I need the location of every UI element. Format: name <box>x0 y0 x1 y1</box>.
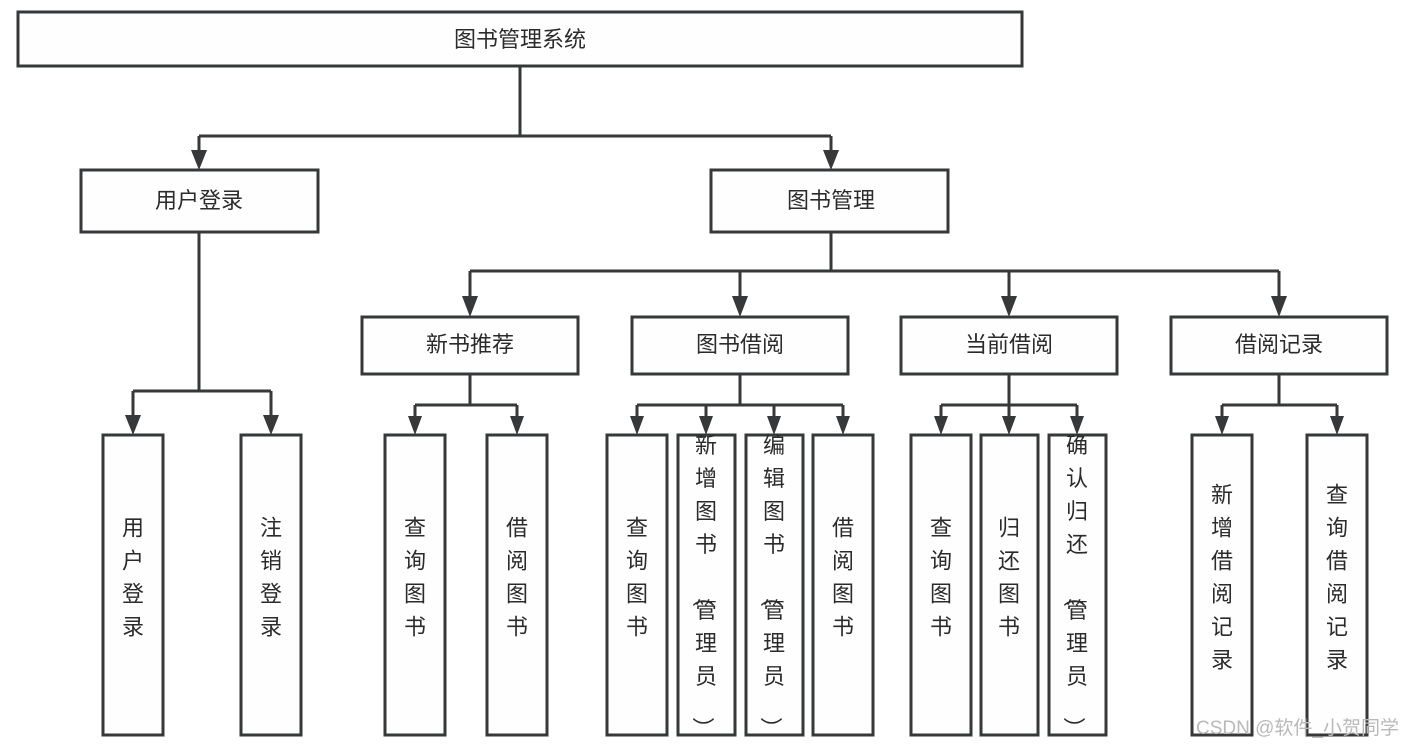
node-leaf-user-login-label: 用户登录 <box>122 516 144 640</box>
arrowhead-new-book-recommend <box>462 296 478 317</box>
node-new-book-recommend-label: 新书推荐 <box>426 332 514 357</box>
node-user-login-label: 用户登录 <box>155 188 243 213</box>
node-leaf-query-book-3[interactable]: 查询图书 <box>909 433 973 737</box>
arrowhead-query-book-2 <box>630 416 644 435</box>
node-leaf-query-book-2[interactable]: 查询图书 <box>605 433 669 737</box>
node-leaf-borrow-book-2-box[interactable] <box>811 433 875 737</box>
arrowhead-query-book-3 <box>934 416 948 435</box>
node-leaf-logout-login-box[interactable] <box>239 433 303 737</box>
node-leaf-return-book[interactable]: 归还图书 <box>979 433 1040 737</box>
node-leaf-confirm-return-box[interactable] <box>1047 433 1108 737</box>
node-book-borrow[interactable]: 图书借阅 <box>630 315 850 376</box>
arrowhead-add-record <box>1215 416 1229 435</box>
node-leaf-query-book-2-box[interactable] <box>605 433 669 737</box>
node-leaf-confirm-return-label: 确认归还（管理员） <box>1061 433 1088 739</box>
arrowhead-book-management <box>823 150 839 170</box>
node-new-book-recommend-box[interactable] <box>360 315 580 376</box>
node-leaf-add-record-box[interactable] <box>1190 433 1254 737</box>
node-leaf-borrow-book-2[interactable]: 借阅图书 <box>811 433 875 737</box>
node-leaf-add-record[interactable]: 新增借阅记录 <box>1190 433 1254 737</box>
node-user-login-box[interactable] <box>79 168 320 234</box>
node-leaf-return-book-box[interactable] <box>979 433 1040 737</box>
arrowhead-edit-book <box>767 416 781 435</box>
node-leaf-borrow-book-1-label: 借阅图书 <box>506 516 528 640</box>
edge-group-book-borrow <box>630 374 850 435</box>
node-borrow-record-label: 借阅记录 <box>1235 332 1323 357</box>
node-current-borrow-box[interactable] <box>899 315 1119 376</box>
arrowhead-leaf-user-login <box>125 415 141 435</box>
node-leaf-logout-login-label: 注销登录 <box>260 516 282 640</box>
node-leaf-user-login-box[interactable] <box>101 433 165 737</box>
node-leaf-query-book-1-box[interactable] <box>383 433 447 737</box>
edge-group-current-borrow <box>934 374 1084 435</box>
node-leaf-user-login[interactable]: 用户登录 <box>101 433 165 737</box>
node-user-login[interactable]: 用户登录 <box>79 168 320 234</box>
node-leaf-borrow-book-1-box[interactable] <box>485 433 549 737</box>
node-leaf-add-book-box[interactable] <box>676 433 737 737</box>
watermark-text: CSDN @软件_小贺同学 <box>1196 717 1399 739</box>
node-new-book-recommend[interactable]: 新书推荐 <box>360 315 580 376</box>
node-leaf-borrow-book-2-label: 借阅图书 <box>832 516 854 640</box>
edge-group-new-book-recommend <box>408 374 524 435</box>
node-root[interactable]: 图书管理系统 <box>16 10 1024 68</box>
node-leaf-borrow-book-1[interactable]: 借阅图书 <box>485 433 549 737</box>
node-leaf-edit-book-box[interactable] <box>744 433 805 737</box>
edge-group-book-management <box>462 232 1287 317</box>
node-book-borrow-label: 图书借阅 <box>696 332 784 357</box>
node-leaf-add-record-label: 新增借阅记录 <box>1211 483 1233 673</box>
node-leaf-confirm-return[interactable]: 确认归还（管理员） <box>1047 433 1108 739</box>
node-root-box[interactable] <box>16 10 1024 68</box>
node-leaf-query-book-1-label: 查询图书 <box>404 516 426 640</box>
edge-group-root <box>191 66 839 170</box>
arrowhead-add-book <box>699 416 713 435</box>
node-leaf-return-book-label: 归还图书 <box>998 516 1020 640</box>
arrowhead-borrow-book-1 <box>510 416 524 435</box>
node-root-label: 图书管理系统 <box>454 27 586 52</box>
node-leaf-edit-book-label: 编辑图书（管理员） <box>758 433 785 739</box>
node-current-borrow[interactable]: 当前借阅 <box>899 315 1119 376</box>
node-leaf-query-record-label: 查询借阅记录 <box>1326 483 1348 673</box>
arrowhead-leaf-logout-login <box>263 415 279 435</box>
node-leaf-query-record[interactable]: 查询借阅记录 <box>1305 433 1369 737</box>
node-book-borrow-box[interactable] <box>630 315 850 376</box>
node-leaf-query-book-2-label: 查询图书 <box>626 516 648 640</box>
arrowhead-user-login <box>191 150 207 170</box>
arrowhead-borrow-record <box>1271 296 1287 317</box>
node-borrow-record-box[interactable] <box>1169 315 1389 376</box>
node-leaf-query-book-3-box[interactable] <box>909 433 973 737</box>
arrowhead-borrow-book-2 <box>836 416 850 435</box>
arrowhead-book-borrow <box>732 296 748 317</box>
node-leaf-query-book-3-label: 查询图书 <box>930 516 952 640</box>
arrowhead-return-book <box>1002 416 1016 435</box>
node-leaf-add-book[interactable]: 新增图书（管理员） <box>676 433 737 739</box>
node-leaf-query-book-1[interactable]: 查询图书 <box>383 433 447 737</box>
arrowhead-query-book-1 <box>408 416 422 435</box>
node-leaf-add-book-label: 新增图书（管理员） <box>690 433 717 739</box>
edge-group-user-login <box>125 232 279 435</box>
node-leaf-query-record-box[interactable] <box>1305 433 1369 737</box>
node-borrow-record[interactable]: 借阅记录 <box>1169 315 1389 376</box>
node-book-management[interactable]: 图书管理 <box>709 168 950 234</box>
node-book-management-box[interactable] <box>709 168 950 234</box>
edge-group-borrow-record <box>1215 374 1344 435</box>
node-book-management-label: 图书管理 <box>787 188 875 213</box>
node-current-borrow-label: 当前借阅 <box>965 332 1053 357</box>
node-leaf-edit-book[interactable]: 编辑图书（管理员） <box>744 433 805 739</box>
arrowhead-query-record <box>1330 416 1344 435</box>
arrowhead-current-borrow <box>1001 296 1017 317</box>
arrowhead-confirm-return <box>1070 416 1084 435</box>
node-leaf-logout-login[interactable]: 注销登录 <box>239 433 303 737</box>
